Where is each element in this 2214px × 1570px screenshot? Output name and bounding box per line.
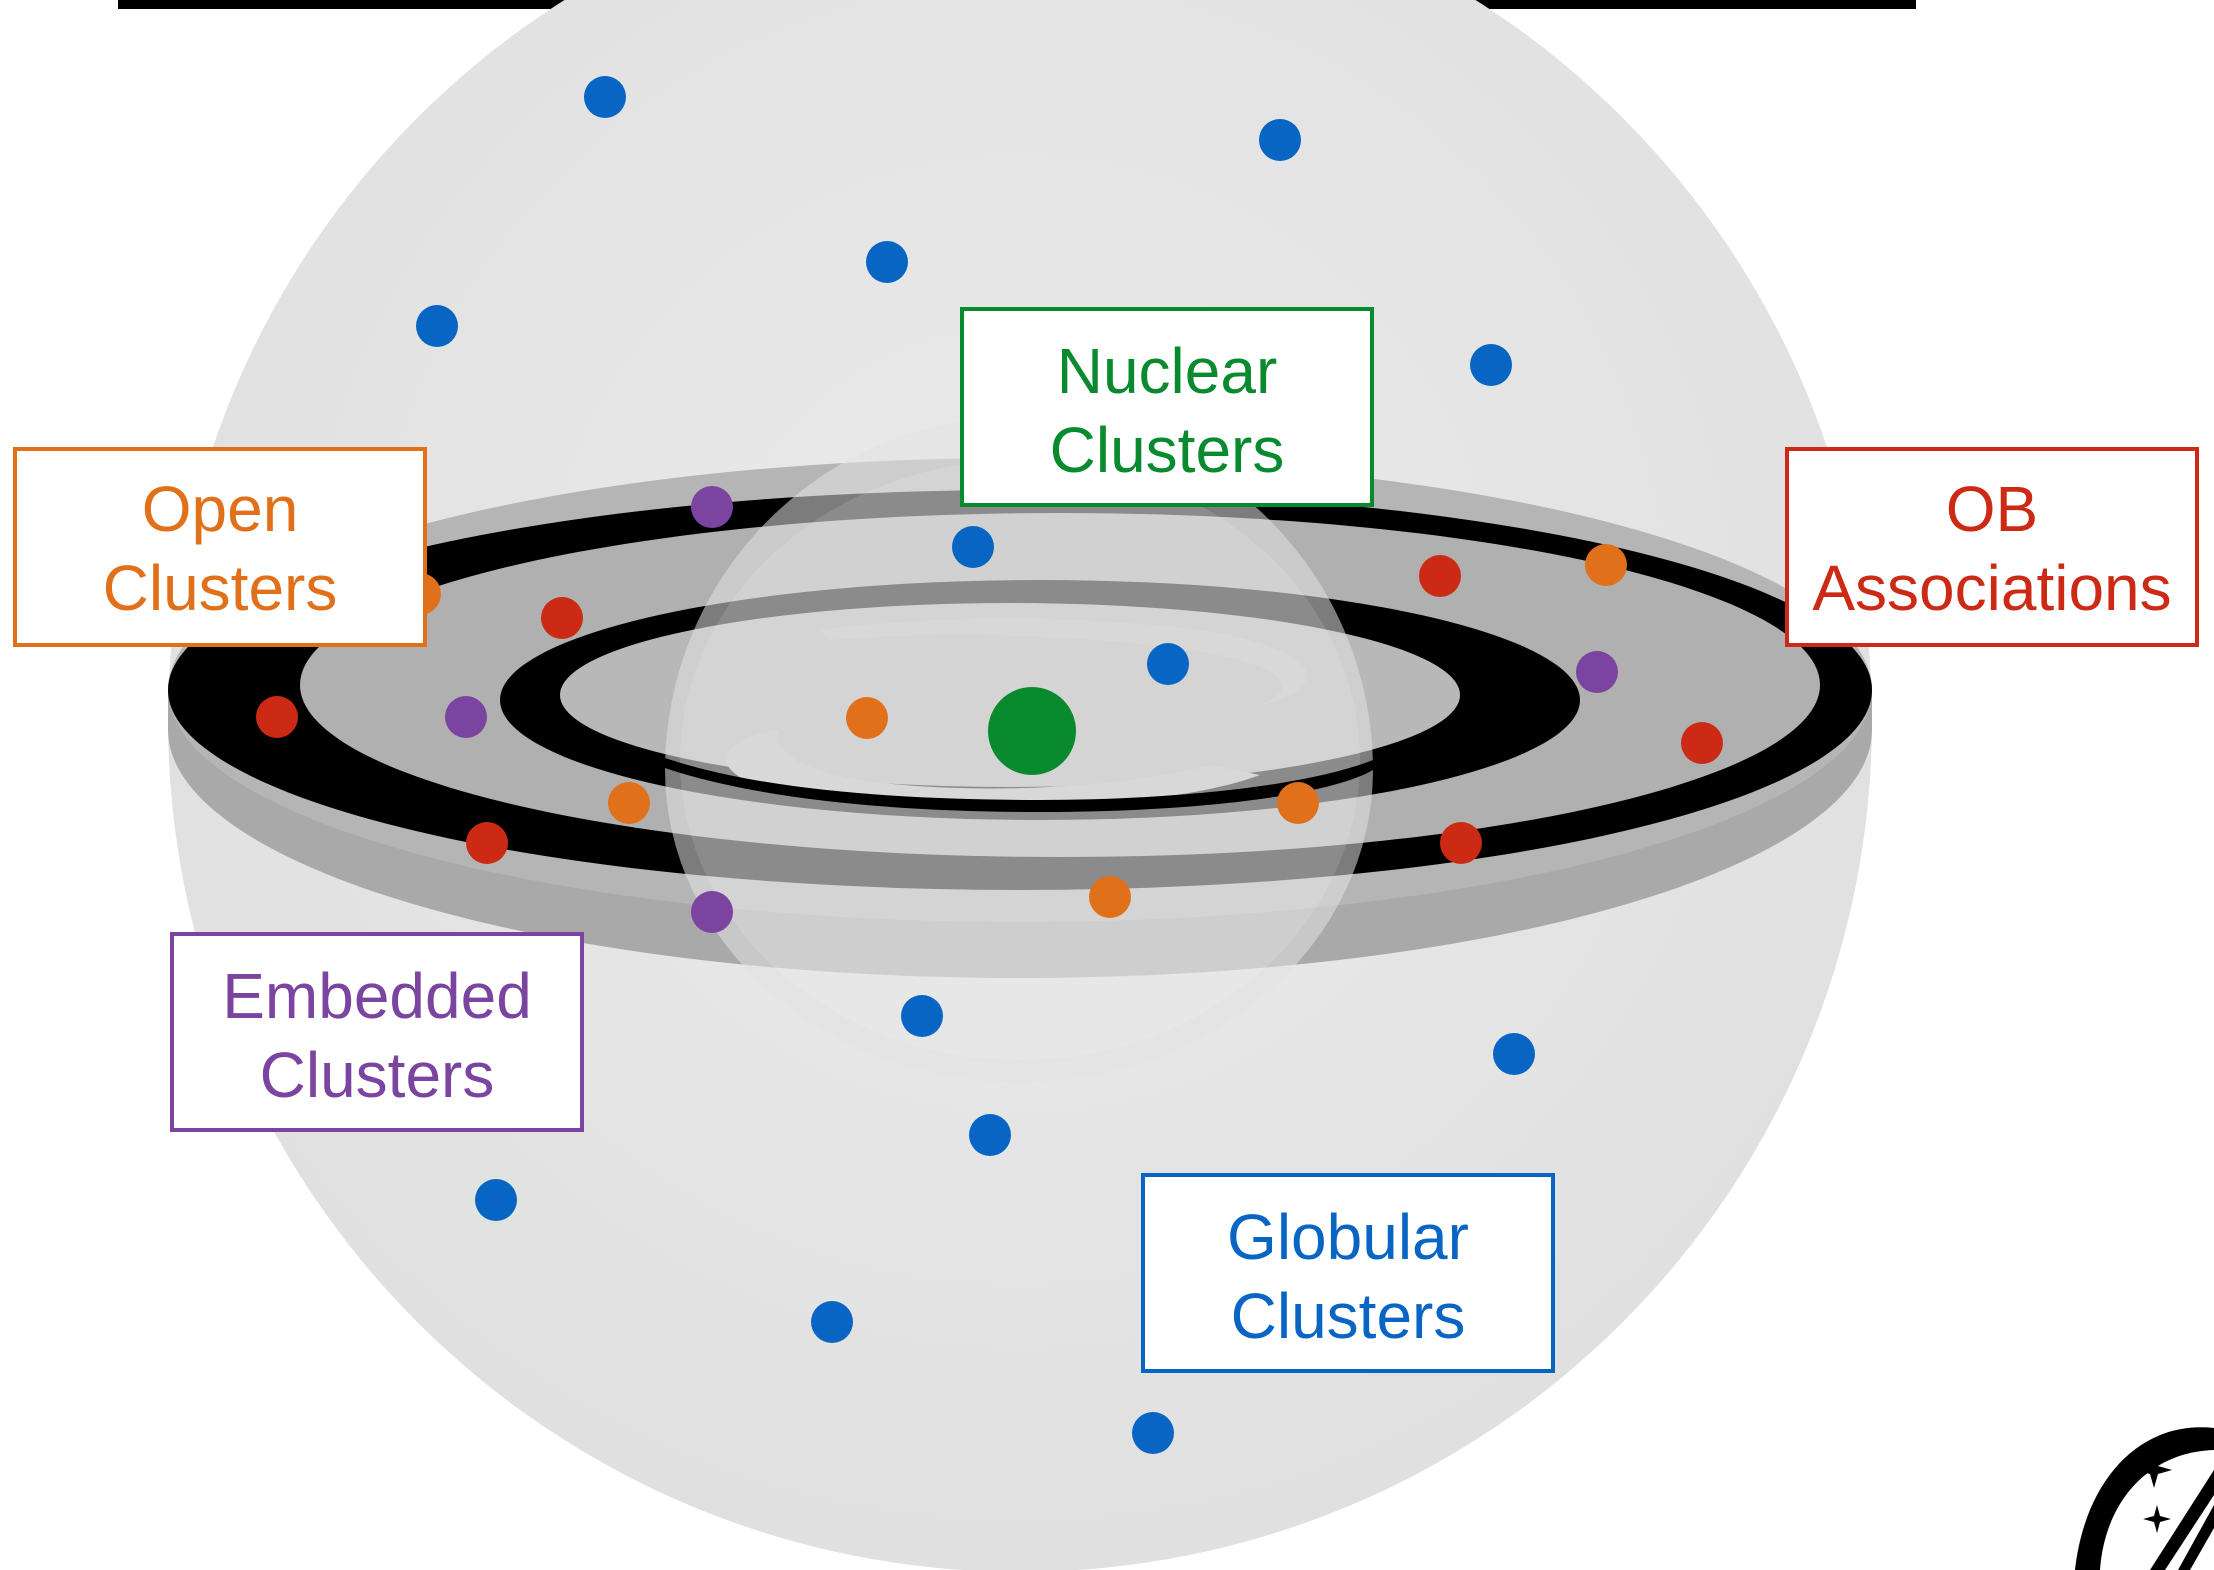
nuclear-clusters-label: Nuclear Clusters	[960, 307, 1374, 507]
globular-dot	[475, 1179, 517, 1221]
embedded-dot	[1576, 651, 1618, 693]
embedded-cluster-dots	[445, 486, 1618, 933]
globular-dot	[901, 995, 943, 1037]
rocket-emblem-icon	[2075, 1427, 2214, 1570]
open-dot	[1277, 782, 1319, 824]
open-cluster-dots	[399, 544, 1627, 918]
globular-dot	[866, 241, 908, 283]
ob-dot	[466, 822, 508, 864]
globular-dot	[952, 526, 994, 568]
open-dot	[608, 782, 650, 824]
embedded-dot	[691, 486, 733, 528]
central-swirl	[725, 730, 1260, 807]
globular-dot	[1132, 1412, 1174, 1454]
globular-label-line1: Globular	[1227, 1201, 1469, 1273]
globular-dot	[1147, 643, 1189, 685]
open-dot	[846, 697, 888, 739]
central-swirl-upper	[820, 618, 1307, 705]
ob-dot	[1440, 822, 1482, 864]
globular-clusters-label: Globular Clusters	[1141, 1173, 1555, 1373]
front-arm-segment	[665, 758, 1373, 812]
globular-label-line2: Clusters	[1231, 1280, 1466, 1352]
ob-dot	[256, 696, 298, 738]
ob-associations-label: OB Associations	[1785, 447, 2199, 647]
embedded-clusters-label: Embedded Clusters	[170, 932, 584, 1132]
globular-dot	[1470, 344, 1512, 386]
open-label-line1: Open	[142, 473, 299, 545]
embedded-label-line1: Embedded	[222, 960, 532, 1032]
nuclear-label-line1: Nuclear	[1057, 335, 1278, 407]
open-dot	[1089, 876, 1131, 918]
globular-cluster-dots	[416, 76, 1535, 1454]
globular-dot	[1493, 1033, 1535, 1075]
globular-dot	[1259, 119, 1301, 161]
globular-dot	[811, 1301, 853, 1343]
embedded-dot	[445, 696, 487, 738]
embedded-label-line2: Clusters	[260, 1039, 495, 1111]
open-clusters-label: Open Clusters	[13, 447, 427, 647]
globular-dot	[416, 305, 458, 347]
open-dot	[1585, 544, 1627, 586]
ob-label-line2: Associations	[1812, 552, 2171, 624]
nuclear-label-line2: Clusters	[1050, 414, 1285, 486]
open-label-line2: Clusters	[103, 552, 338, 624]
ob-label-line1: OB	[1946, 473, 2038, 545]
ob-association-dots	[256, 555, 1723, 864]
ob-dot	[541, 597, 583, 639]
embedded-dot	[691, 891, 733, 933]
ob-dot	[1419, 555, 1461, 597]
ob-dot	[1681, 722, 1723, 764]
globular-dot	[969, 1114, 1011, 1156]
globular-dot	[584, 76, 626, 118]
nuclear-cluster-dot	[988, 687, 1076, 775]
